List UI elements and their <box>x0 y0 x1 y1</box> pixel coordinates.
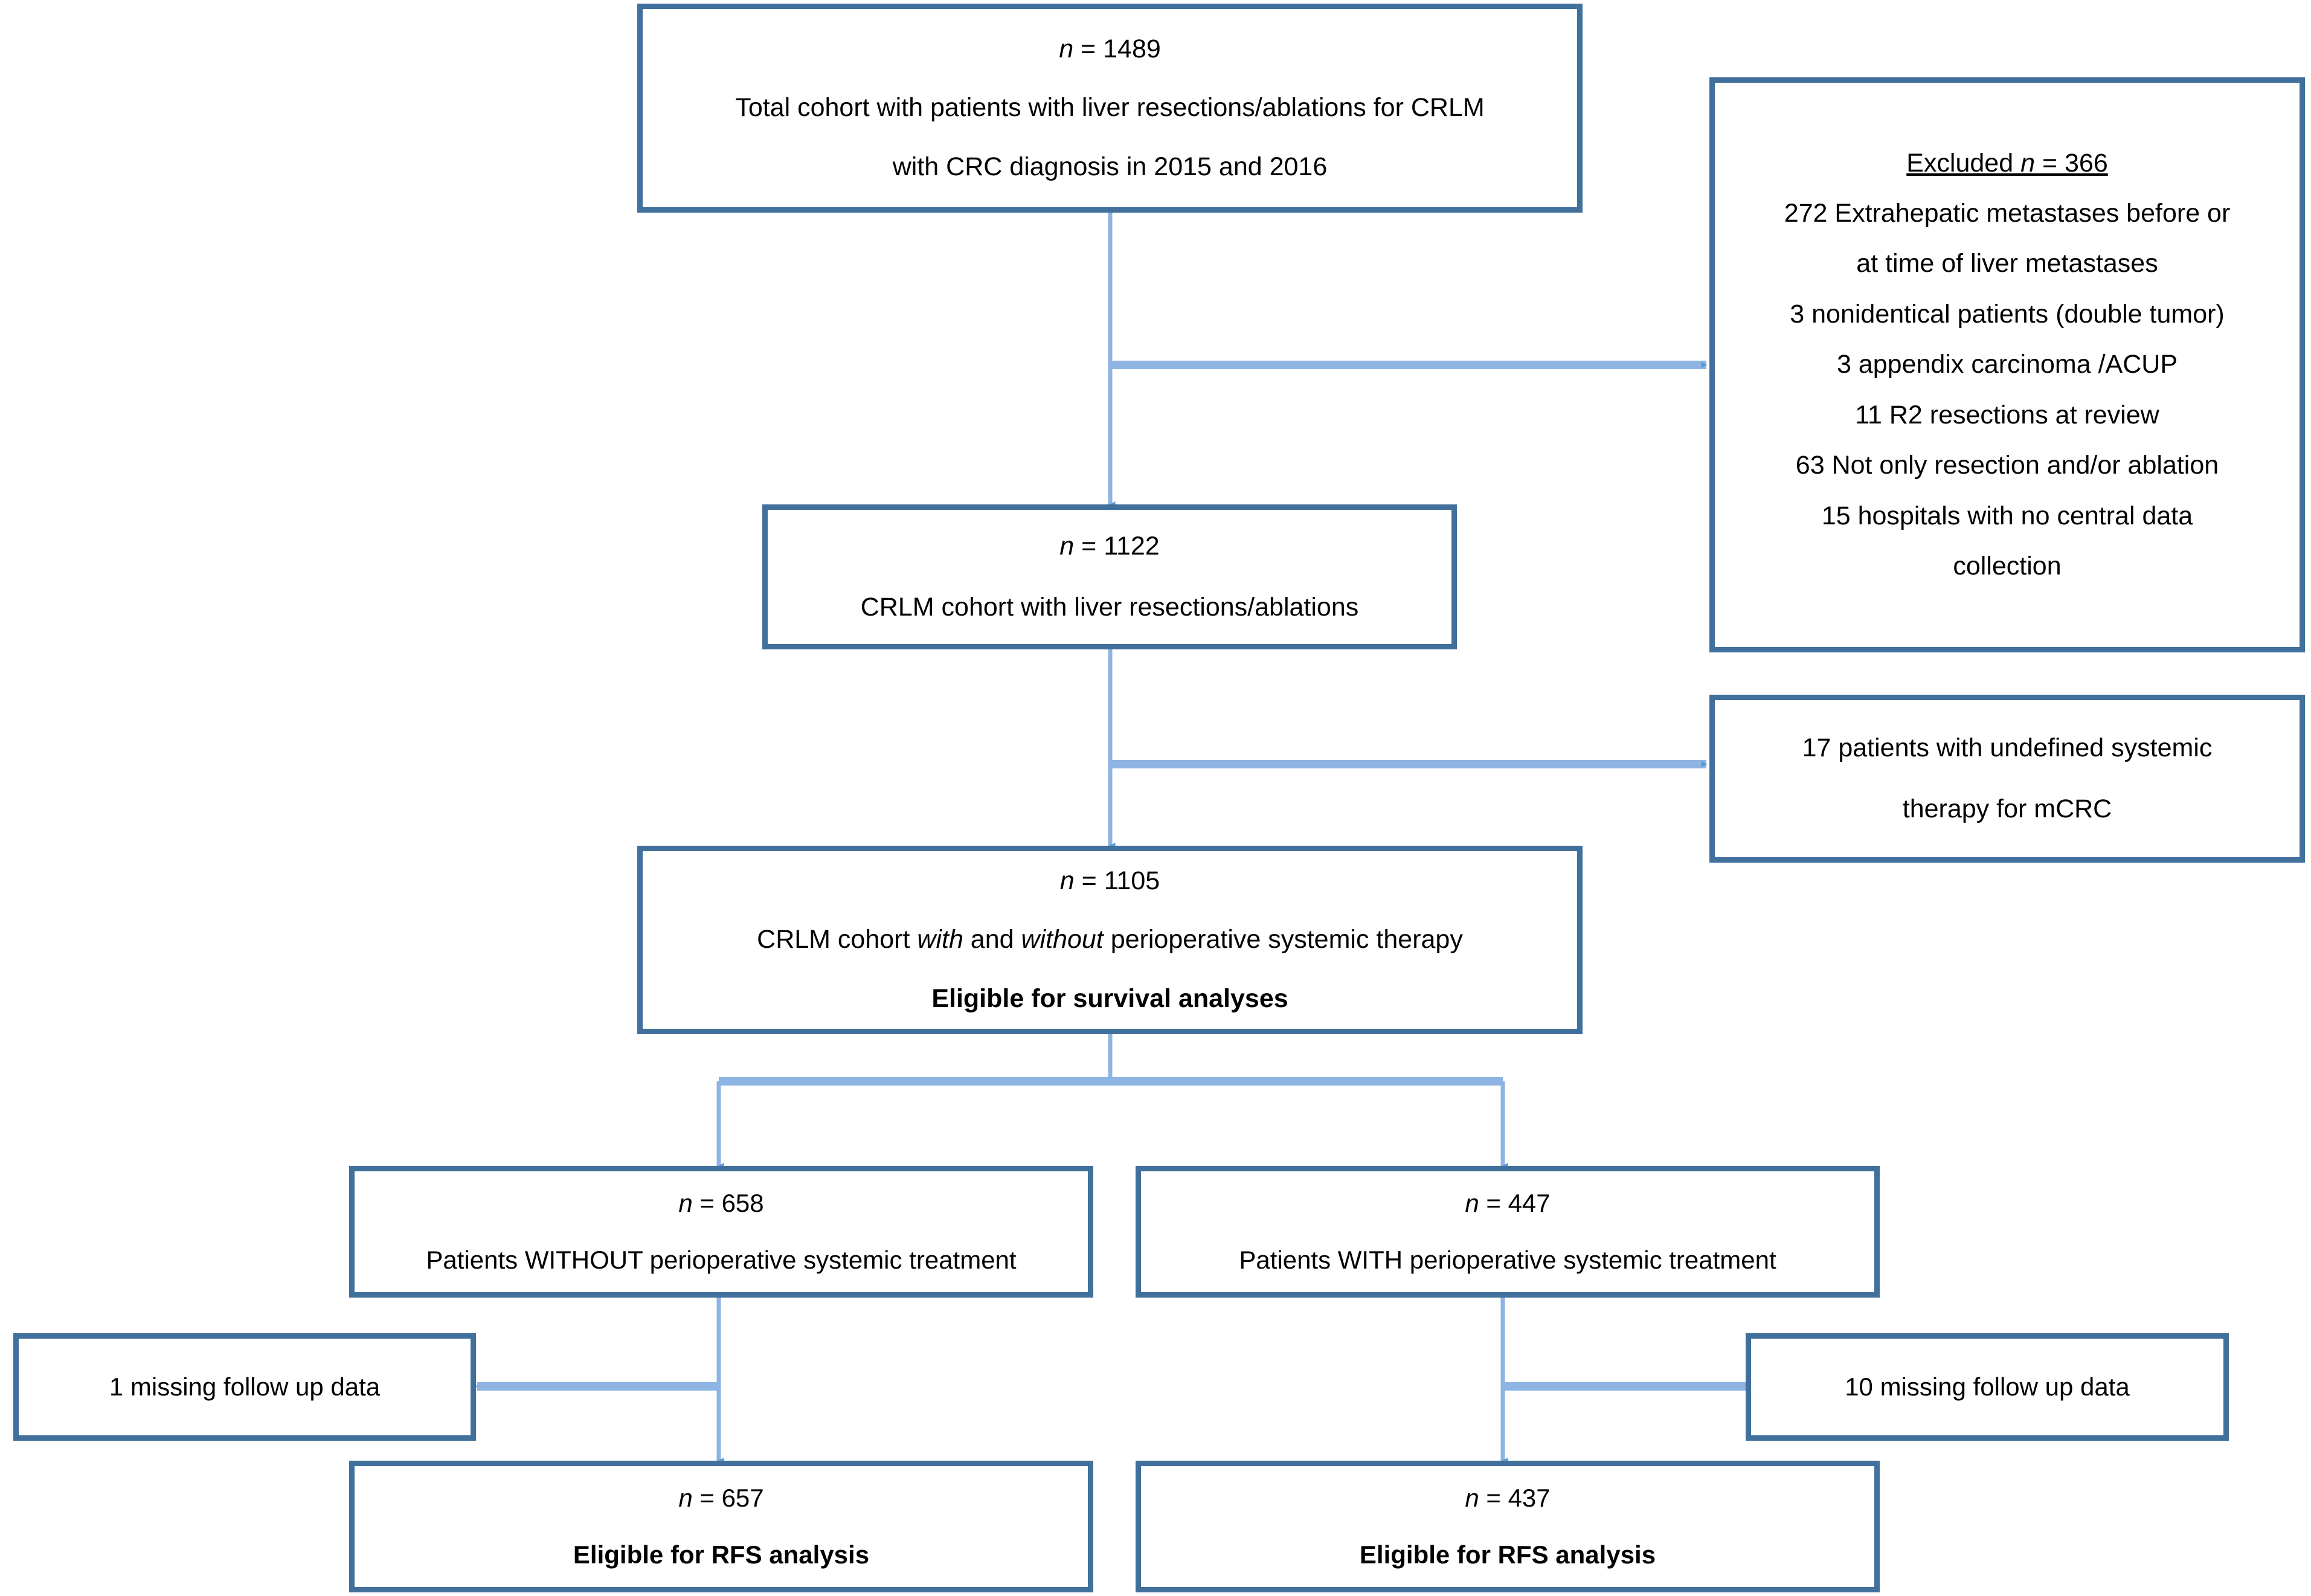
excluded-item: at time of liver metastases <box>1856 249 2158 278</box>
excluded-item: 272 Extrahepatic metastases before or <box>1784 198 2231 228</box>
n-equals: = <box>1073 34 1104 63</box>
undefined-therapy-line1: 17 patients with undefined systemic <box>1802 733 2213 762</box>
excluded-item: 11 R2 resections at review <box>1855 400 2159 430</box>
rfs-right-n-line: n = 437 <box>1141 1484 1874 1513</box>
n-italic-label: n <box>678 1188 693 1217</box>
node-undefined-therapy[interactable]: 17 patients with undefined systemic ther… <box>1709 695 2305 863</box>
eligible-survival-with: with <box>917 925 963 954</box>
eligible-survival-line2-c: and <box>963 925 1021 954</box>
n-equals: = <box>1074 531 1104 561</box>
n-value: 1122 <box>1104 531 1160 561</box>
excluded-item: 63 Not only resection and/or ablation <box>1795 451 2219 480</box>
eligible-survival-line2-e: perioperative systemic therapy <box>1103 925 1463 954</box>
n-italic-label: n <box>1059 866 1075 895</box>
excluded-heading-value: = 366 <box>2035 148 2108 178</box>
with-treatment-n-line: n = 447 <box>1141 1189 1874 1218</box>
rfs-left-line2: Eligible for RFS analysis <box>573 1540 870 1569</box>
excluded-item: 3 nonidentical patients (double tumor) <box>1790 299 2225 329</box>
node-excluded[interactable]: Excluded n = 366 272 Extrahepatic metast… <box>1709 77 2305 652</box>
rfs-left-n-line: n = 657 <box>355 1484 1088 1513</box>
eligible-survival-line3: Eligible for survival analyses <box>931 983 1288 1013</box>
n-value: 447 <box>1508 1188 1551 1217</box>
node-eligible-survival[interactable]: n = 1105 CRLM cohort with and without pe… <box>637 846 1583 1034</box>
n-equals: = <box>692 1188 722 1217</box>
eligible-survival-line2-a: CRLM cohort <box>757 925 918 954</box>
excluded-item: 3 appendix carcinoma /ACUP <box>1836 350 2178 379</box>
undefined-therapy-line2: therapy for mCRC <box>1902 794 2112 823</box>
missing-right-label: 10 missing follow up data <box>1845 1372 2130 1401</box>
eligible-survival-without: without <box>1021 925 1104 954</box>
node-rfs-left[interactable]: n = 657 Eligible for RFS analysis <box>349 1461 1093 1592</box>
node-missing-left[interactable]: 1 missing follow up data <box>13 1333 476 1441</box>
n-value: 437 <box>1508 1483 1551 1512</box>
node-total-cohort[interactable]: n = 1489 Total cohort with patients with… <box>637 4 1583 213</box>
n-equals: = <box>1479 1483 1508 1512</box>
n-italic-label: n <box>678 1483 693 1512</box>
node-without-treatment[interactable]: n = 658 Patients WITHOUT perioperative s… <box>349 1166 1093 1298</box>
n-value: 657 <box>721 1483 764 1512</box>
n-value: 1489 <box>1103 34 1161 63</box>
rfs-right-line2: Eligible for RFS analysis <box>1359 1540 1656 1569</box>
without-treatment-n-line: n = 658 <box>355 1189 1088 1218</box>
n-italic-label: n <box>1465 1483 1479 1512</box>
node-rfs-right[interactable]: n = 437 Eligible for RFS analysis <box>1136 1461 1880 1592</box>
excluded-item: 15 hospitals with no central data <box>1821 501 2193 530</box>
node-crlm-cohort[interactable]: n = 1122 CRLM cohort with liver resectio… <box>762 504 1457 649</box>
n-italic-label: n <box>1059 531 1075 561</box>
total-cohort-line3: with CRC diagnosis in 2015 and 2016 <box>892 152 1328 181</box>
n-value: 1105 <box>1104 866 1160 895</box>
without-treatment-line2: Patients WITHOUT perioperative systemic … <box>426 1246 1017 1274</box>
crlm-cohort-line2: CRLM cohort with liver resections/ablati… <box>860 593 1359 622</box>
n-equals: = <box>1074 866 1104 895</box>
total-cohort-n-line: n = 1489 <box>643 34 1577 64</box>
n-italic-label: n <box>1465 1188 1479 1217</box>
eligible-survival-line2: CRLM cohort with and without perioperati… <box>643 925 1577 954</box>
n-equals: = <box>692 1483 722 1512</box>
node-missing-right[interactable]: 10 missing follow up data <box>1746 1333 2229 1441</box>
excluded-heading-n: n <box>2020 148 2035 178</box>
n-italic-label: n <box>1059 34 1074 63</box>
excluded-item: collection <box>1953 552 2062 581</box>
node-with-treatment[interactable]: n = 447 Patients WITH perioperative syst… <box>1136 1166 1880 1298</box>
with-treatment-line2: Patients WITH perioperative systemic tre… <box>1239 1246 1776 1274</box>
n-equals: = <box>1479 1188 1508 1217</box>
eligible-survival-n-line: n = 1105 <box>643 866 1577 896</box>
crlm-cohort-n-line: n = 1122 <box>768 532 1451 561</box>
total-cohort-line2: Total cohort with patients with liver re… <box>735 93 1485 123</box>
missing-left-label: 1 missing follow up data <box>109 1372 381 1401</box>
excluded-heading: Excluded n = 366 <box>1715 149 2300 178</box>
n-value: 658 <box>721 1188 764 1217</box>
excluded-heading-prefix: Excluded <box>1906 148 2021 178</box>
